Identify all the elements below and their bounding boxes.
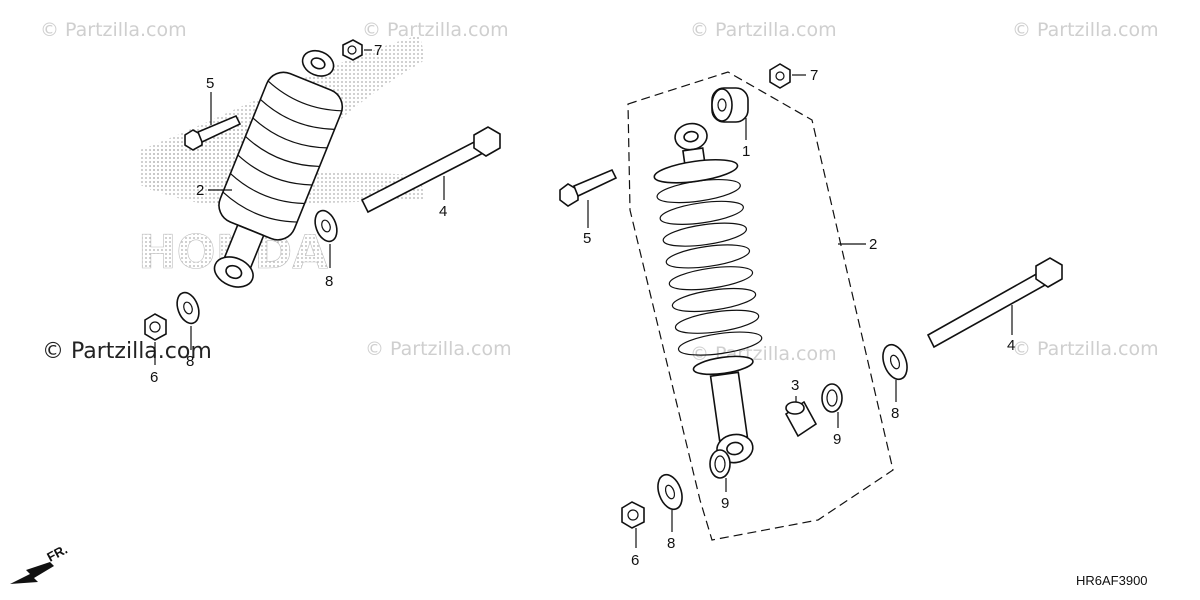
- washer: [882, 343, 908, 381]
- dust-seal: [709, 449, 731, 479]
- coil-spring: [653, 158, 763, 376]
- callout-label: 6: [631, 552, 639, 569]
- long-bolt: [926, 257, 1063, 349]
- watermark: © Partzilla.com: [1012, 19, 1159, 41]
- collar: [784, 400, 818, 438]
- callout-label: 8: [186, 353, 194, 370]
- watermark-dark: © Partzilla.com: [42, 339, 212, 364]
- long-bolt: [360, 126, 501, 214]
- watermark: © Partzilla.com: [365, 338, 512, 360]
- right-shock-absorber: [653, 122, 763, 464]
- diagram-code: HR6AF3900: [1076, 573, 1148, 588]
- callout-label: 2: [869, 236, 877, 253]
- callout-label: 1: [742, 143, 750, 160]
- callout-label: 8: [325, 273, 333, 290]
- watermark: © Partzilla.com: [1012, 338, 1159, 360]
- left-shock-absorber: [213, 49, 344, 288]
- callout-label: 5: [583, 230, 591, 247]
- callout-label: 9: [721, 495, 729, 512]
- callout-label: 3: [791, 377, 799, 394]
- leader-lines-left: [154, 49, 445, 365]
- callout-label: 4: [439, 203, 447, 220]
- leader-lines-right: [587, 74, 1013, 548]
- dust-seal: [821, 383, 843, 413]
- flange-bolt: [184, 114, 242, 151]
- callout-label: 5: [206, 75, 214, 92]
- washer: [176, 291, 200, 325]
- watermark: © Partzilla.com: [40, 19, 187, 41]
- callout-label: 6: [150, 369, 158, 386]
- assembly-boundary: [627, 71, 894, 541]
- callout-label: 7: [374, 42, 382, 59]
- watermark: © Partzilla.com: [690, 19, 837, 41]
- callout-label: 8: [667, 535, 675, 552]
- callout-label: 7: [810, 67, 818, 84]
- watermark: © Partzilla.com: [362, 19, 509, 41]
- callout-label: 2: [196, 182, 204, 199]
- front-direction-arrow-icon: FR.: [10, 542, 70, 584]
- flange-nut: [342, 39, 363, 61]
- flange-nut: [621, 501, 645, 529]
- washer: [314, 209, 338, 243]
- rubber-bushing: [711, 87, 749, 123]
- washer: [657, 473, 683, 511]
- flange-bolt: [559, 168, 618, 207]
- flange-nut: [769, 63, 791, 89]
- callout-label: 8: [891, 405, 899, 422]
- callout-label: 9: [833, 431, 841, 448]
- flange-nut: [144, 313, 167, 341]
- direction-label: FR.: [44, 542, 70, 565]
- callout-label: 4: [1007, 337, 1015, 354]
